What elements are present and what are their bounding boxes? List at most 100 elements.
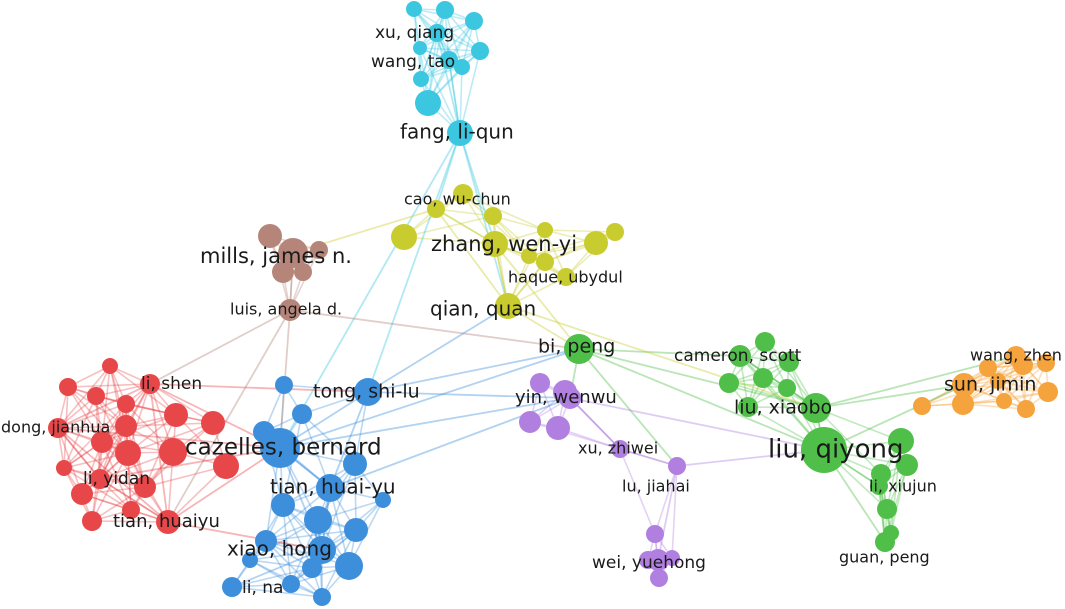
minor-node <box>275 376 293 394</box>
cluster-edge <box>890 464 908 534</box>
cluster-edge <box>67 386 129 454</box>
node-mills-jamesn[interactable] <box>278 238 308 268</box>
minor-node <box>436 1 454 19</box>
node-liu-xiaobo[interactable] <box>801 393 831 423</box>
minor-node <box>294 263 312 281</box>
cluster-edge <box>81 425 127 495</box>
node-label: wei, yuehong <box>592 553 706 573</box>
cluster-edge <box>529 421 621 450</box>
minor-node <box>134 476 156 498</box>
cluster-edge <box>420 20 475 80</box>
minor-node <box>344 518 368 542</box>
cluster-edge <box>125 425 132 511</box>
cluster-edge <box>1003 362 1047 402</box>
edge <box>231 549 323 588</box>
node-xu-zhiwei[interactable] <box>611 440 629 458</box>
node-luis-angelad[interactable] <box>279 299 301 321</box>
edge <box>329 391 369 489</box>
node-tong-shilu[interactable] <box>354 378 382 406</box>
edge <box>57 427 169 523</box>
cluster-edge <box>403 236 496 245</box>
cluster-edge <box>403 215 494 238</box>
cluster-edge <box>265 540 323 598</box>
node-li-yidan[interactable] <box>90 469 110 489</box>
edge <box>578 348 825 451</box>
node-xiao-hong[interactable] <box>308 536 336 564</box>
node-label: lu, jiahai <box>622 477 690 496</box>
minor-node <box>537 222 553 238</box>
minor-node <box>415 90 441 116</box>
edge <box>494 243 580 350</box>
edge <box>99 478 169 523</box>
node-li-shen[interactable] <box>140 374 160 394</box>
node-liu-qiyong[interactable] <box>801 427 847 473</box>
node-qian-quan[interactable] <box>495 293 521 319</box>
edge <box>367 391 571 399</box>
minor-node <box>990 373 1006 389</box>
node-zhang-wenyi[interactable] <box>482 231 508 257</box>
node-sun-jimin[interactable] <box>952 373 976 397</box>
cluster-edge <box>57 425 127 429</box>
minor-node <box>484 207 502 225</box>
node-cao-wuchun[interactable] <box>427 200 445 218</box>
cluster-edge <box>444 9 463 68</box>
minor-node <box>778 379 796 397</box>
node-label: liu, xiaobo <box>734 397 832 419</box>
cluster-edge <box>619 448 656 535</box>
cluster-edge <box>282 504 350 567</box>
cluster-edge <box>507 229 546 307</box>
node-yin-wenwu[interactable] <box>559 387 581 409</box>
cluster-edge <box>283 384 369 393</box>
node-dong-jianhua[interactable] <box>48 418 68 438</box>
cluster-edge <box>231 586 323 598</box>
node-tian-huaiyu-b[interactable] <box>316 474 344 502</box>
edge <box>279 397 571 449</box>
node-label: cazelles, bernard <box>185 435 382 461</box>
cluster-edge <box>420 9 446 80</box>
minor-node <box>56 460 72 476</box>
node-cazelles-bernard[interactable] <box>260 428 300 468</box>
node-xu-qiang[interactable] <box>428 24 446 42</box>
edge <box>578 348 741 357</box>
edge <box>367 132 461 393</box>
node-bi-peng[interactable] <box>564 334 594 364</box>
cluster-edge <box>492 215 509 307</box>
edge <box>578 348 678 467</box>
node-haque-ubydul[interactable] <box>536 253 554 271</box>
cluster-edge <box>265 540 350 567</box>
node-label: cao, wu-chun <box>404 190 511 209</box>
edges-layer <box>57 8 1049 598</box>
minor-node <box>888 428 914 454</box>
node-fang-liqun[interactable] <box>447 120 473 146</box>
node-tian-huaiyu[interactable] <box>156 510 180 534</box>
edge <box>578 348 817 409</box>
minor-node <box>242 552 258 568</box>
minor-node <box>375 492 391 508</box>
cluster-edge <box>815 407 902 442</box>
node-label: wang, tao <box>371 52 455 72</box>
cluster-edge <box>57 427 83 495</box>
node-li-xiujun[interactable] <box>870 477 888 495</box>
node-wei-yuehong[interactable] <box>647 549 669 571</box>
edge <box>569 397 825 451</box>
edge <box>435 208 509 307</box>
node-guan-peng[interactable] <box>875 532 895 552</box>
node-wang-tao[interactable] <box>440 51 458 69</box>
cluster-edge <box>301 413 356 465</box>
minor-node <box>557 268 575 286</box>
node-li-na[interactable] <box>222 577 242 597</box>
node-label: xiao, hong <box>227 537 332 561</box>
minor-node <box>738 397 758 417</box>
node-label: tong, shi-lu <box>313 381 420 403</box>
minor-node <box>606 223 624 241</box>
edge <box>459 132 509 307</box>
node-lu-jiahai[interactable] <box>668 457 686 475</box>
cluster-edge <box>63 395 97 469</box>
minor-node <box>59 378 77 396</box>
node-label: liu, qiyong <box>768 435 903 465</box>
node-cameron-scott[interactable] <box>729 345 751 367</box>
edge <box>149 383 169 523</box>
cluster-edge <box>619 448 678 467</box>
node-wang-zhen[interactable] <box>1006 346 1026 366</box>
